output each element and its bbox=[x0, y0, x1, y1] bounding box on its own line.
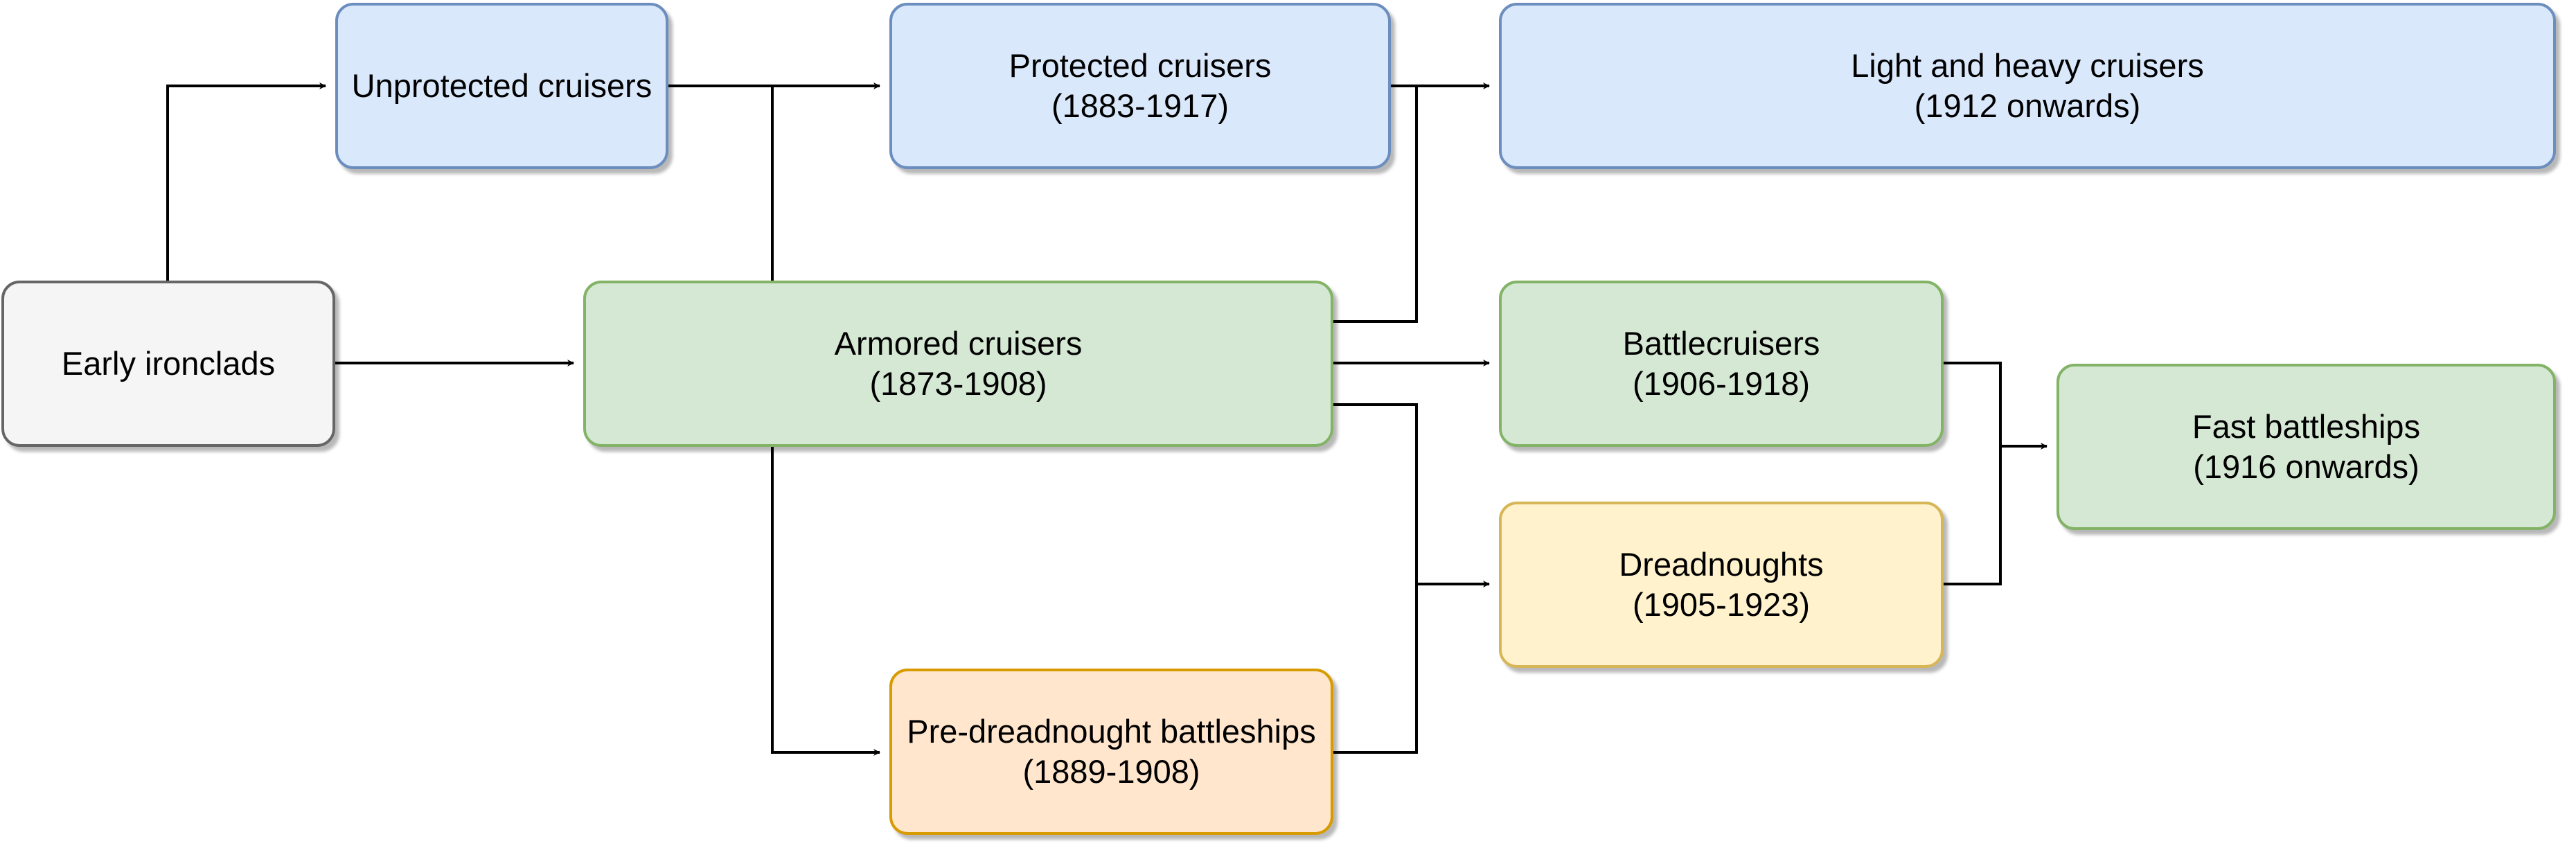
edge-armored-to-pre-dreadnought bbox=[771, 447, 880, 756]
node-label: Fast battleships bbox=[2192, 408, 2421, 445]
node-unprotected-cruisers[interactable]: Unprotected cruisers bbox=[335, 3, 668, 169]
edge-armored-to-light-heavy bbox=[1333, 86, 1418, 323]
node-pre-dreadnought-battleships[interactable]: Pre-dreadnought battleships (1889-1908) bbox=[889, 669, 1333, 835]
node-date-range: (1906-1918) bbox=[1632, 365, 1811, 402]
node-label: Light and heavy cruisers bbox=[1851, 47, 2204, 84]
node-light-heavy-cruisers[interactable]: Light and heavy cruisers (1912 onwards) bbox=[1499, 3, 2556, 169]
node-date-range: (1889-1908) bbox=[1022, 753, 1200, 790]
node-date-range: (1916 onwards) bbox=[2193, 448, 2419, 485]
node-date-range: (1873-1908) bbox=[869, 365, 1047, 402]
edge-dreadnoughts-to-fast bbox=[1944, 446, 2002, 585]
edge-armored-to-dreadnoughts bbox=[1333, 403, 1490, 587]
node-protected-cruisers[interactable]: Protected cruisers (1883-1917) bbox=[889, 3, 1391, 169]
edge-battlecruisers-to-fast bbox=[1944, 362, 2048, 450]
node-date-range: (1905-1923) bbox=[1632, 586, 1811, 623]
node-fast-battleships[interactable]: Fast battleships (1916 onwards) bbox=[2057, 364, 2556, 530]
node-date-range: (1883-1917) bbox=[1051, 87, 1229, 124]
node-label: Dreadnoughts bbox=[1619, 546, 1824, 583]
node-label: Protected cruisers bbox=[1009, 47, 1272, 84]
node-label: Unprotected cruisers bbox=[351, 67, 652, 104]
edge-pre-dreadnought-to-dreadnoughts bbox=[1333, 584, 1418, 754]
node-battlecruisers[interactable]: Battlecruisers (1906-1918) bbox=[1499, 281, 1944, 447]
node-label: Armored cruisers bbox=[834, 325, 1083, 362]
node-early-ironclads[interactable]: Early ironclads bbox=[1, 281, 335, 447]
node-label: Battlecruisers bbox=[1622, 325, 1820, 362]
node-armored-cruisers[interactable]: Armored cruisers (1873-1908) bbox=[583, 281, 1333, 447]
node-label: Early ironclads bbox=[61, 345, 276, 382]
node-dreadnoughts[interactable]: Dreadnoughts (1905-1923) bbox=[1499, 502, 1944, 668]
edge-early-to-unprotected bbox=[166, 82, 326, 281]
node-label: Pre-dreadnought battleships bbox=[907, 713, 1316, 750]
node-date-range: (1912 onwards) bbox=[1914, 87, 2141, 124]
